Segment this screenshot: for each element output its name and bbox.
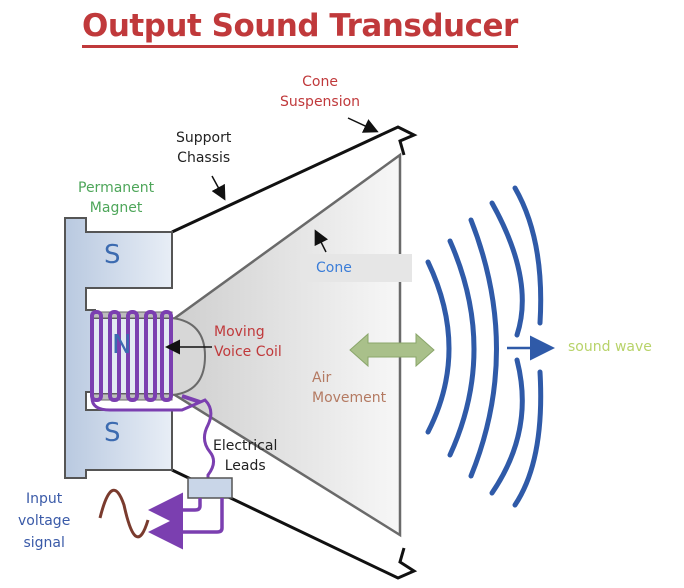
cone-arrow xyxy=(314,229,329,253)
dust-cap xyxy=(171,316,207,397)
lead-wire-1 xyxy=(148,492,202,528)
label-sound-wave: sound wave xyxy=(568,339,652,355)
lead-wire-2 xyxy=(148,498,224,550)
electrical-leads xyxy=(90,397,215,482)
pole-n: N xyxy=(112,330,132,360)
cone-suspension-arrow xyxy=(347,117,379,133)
pole-s-bottom: S xyxy=(104,418,121,448)
pole-s-top: S xyxy=(104,240,121,270)
support-chassis-top xyxy=(171,125,418,234)
input-signal-wave xyxy=(98,488,150,539)
air-movement-arrow xyxy=(349,332,435,368)
label-cone: Cone xyxy=(300,254,412,282)
support-chassis-arrow xyxy=(211,175,226,201)
voice-coil xyxy=(90,310,173,402)
page-title: Output Sound Transducer xyxy=(82,8,518,48)
sound-waves xyxy=(425,185,544,508)
support-chassis-bottom xyxy=(171,468,418,580)
terminal-block xyxy=(187,477,233,499)
